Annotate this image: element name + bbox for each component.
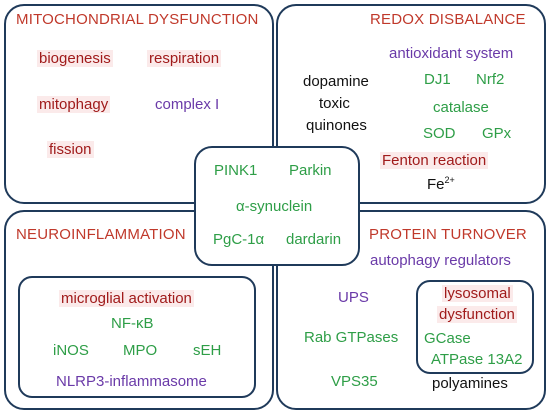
mito-respiration: respiration bbox=[147, 50, 222, 67]
center-pink1: PINK1 bbox=[214, 162, 258, 179]
protein-gcase: GCase bbox=[424, 330, 471, 347]
redox-fenton-reaction: Fenton reaction bbox=[380, 152, 489, 169]
neuro-mpo: MPO bbox=[123, 342, 158, 359]
protein-lysosomal: lysosomal bbox=[442, 285, 513, 302]
mito-complex-i: complex I bbox=[155, 96, 220, 113]
neuro-seh: sEH bbox=[193, 342, 222, 359]
mito-mitophagy: mitophagy bbox=[37, 96, 111, 113]
center-pgc1a: PgC-1α bbox=[213, 231, 265, 248]
redox-dopamine: dopamine bbox=[303, 73, 369, 90]
redox-catalase: catalase bbox=[433, 99, 489, 116]
protein-ups: UPS bbox=[338, 289, 369, 306]
center-dardarin: dardarin bbox=[286, 231, 342, 248]
mito-title: MITOCHONDRIAL DYSFUNCTION bbox=[16, 11, 259, 28]
protein-vps35: VPS35 bbox=[331, 373, 378, 390]
redox-dj1: DJ1 bbox=[424, 71, 451, 88]
neuro-inos: iNOS bbox=[53, 342, 89, 359]
protein-rab-gtpases: Rab GTPases bbox=[304, 329, 399, 346]
central-genes-box bbox=[194, 146, 360, 266]
neuro-microglial-activation: microglial activation bbox=[59, 290, 194, 307]
redox-antioxidant-system: antioxidant system bbox=[389, 45, 514, 62]
protein-dysfunction: dysfunction bbox=[437, 306, 517, 323]
neuro-nf-kb: NF-κB bbox=[111, 315, 154, 332]
center-alpha-synuclein: α-synuclein bbox=[236, 198, 313, 215]
protein-polyamines: polyamines bbox=[432, 375, 508, 392]
neuro-title: NEUROINFLAMMATION bbox=[16, 226, 186, 243]
microglial-activation-box bbox=[18, 276, 256, 398]
protein-autophagy-regulators: autophagy regulators bbox=[370, 252, 511, 269]
redox-gpx: GPx bbox=[482, 125, 512, 142]
center-parkin: Parkin bbox=[289, 162, 332, 179]
redox-sod: SOD bbox=[423, 125, 456, 142]
protein-title: PROTEIN TURNOVER bbox=[369, 226, 527, 243]
redox-quinones: quinones bbox=[306, 117, 367, 134]
redox-nrf2: Nrf2 bbox=[476, 71, 505, 88]
mito-biogenesis: biogenesis bbox=[37, 50, 113, 67]
protein-atpase-13a2: ATPase 13A2 bbox=[431, 351, 523, 368]
mito-fission: fission bbox=[47, 141, 94, 158]
redox-fe: Fe2+ bbox=[427, 175, 455, 193]
neuro-nlrp3-inflammasome: NLRP3-inflammasome bbox=[56, 373, 207, 390]
redox-toxic: toxic bbox=[319, 95, 350, 112]
redox-title: REDOX DISBALANCE bbox=[370, 11, 526, 28]
